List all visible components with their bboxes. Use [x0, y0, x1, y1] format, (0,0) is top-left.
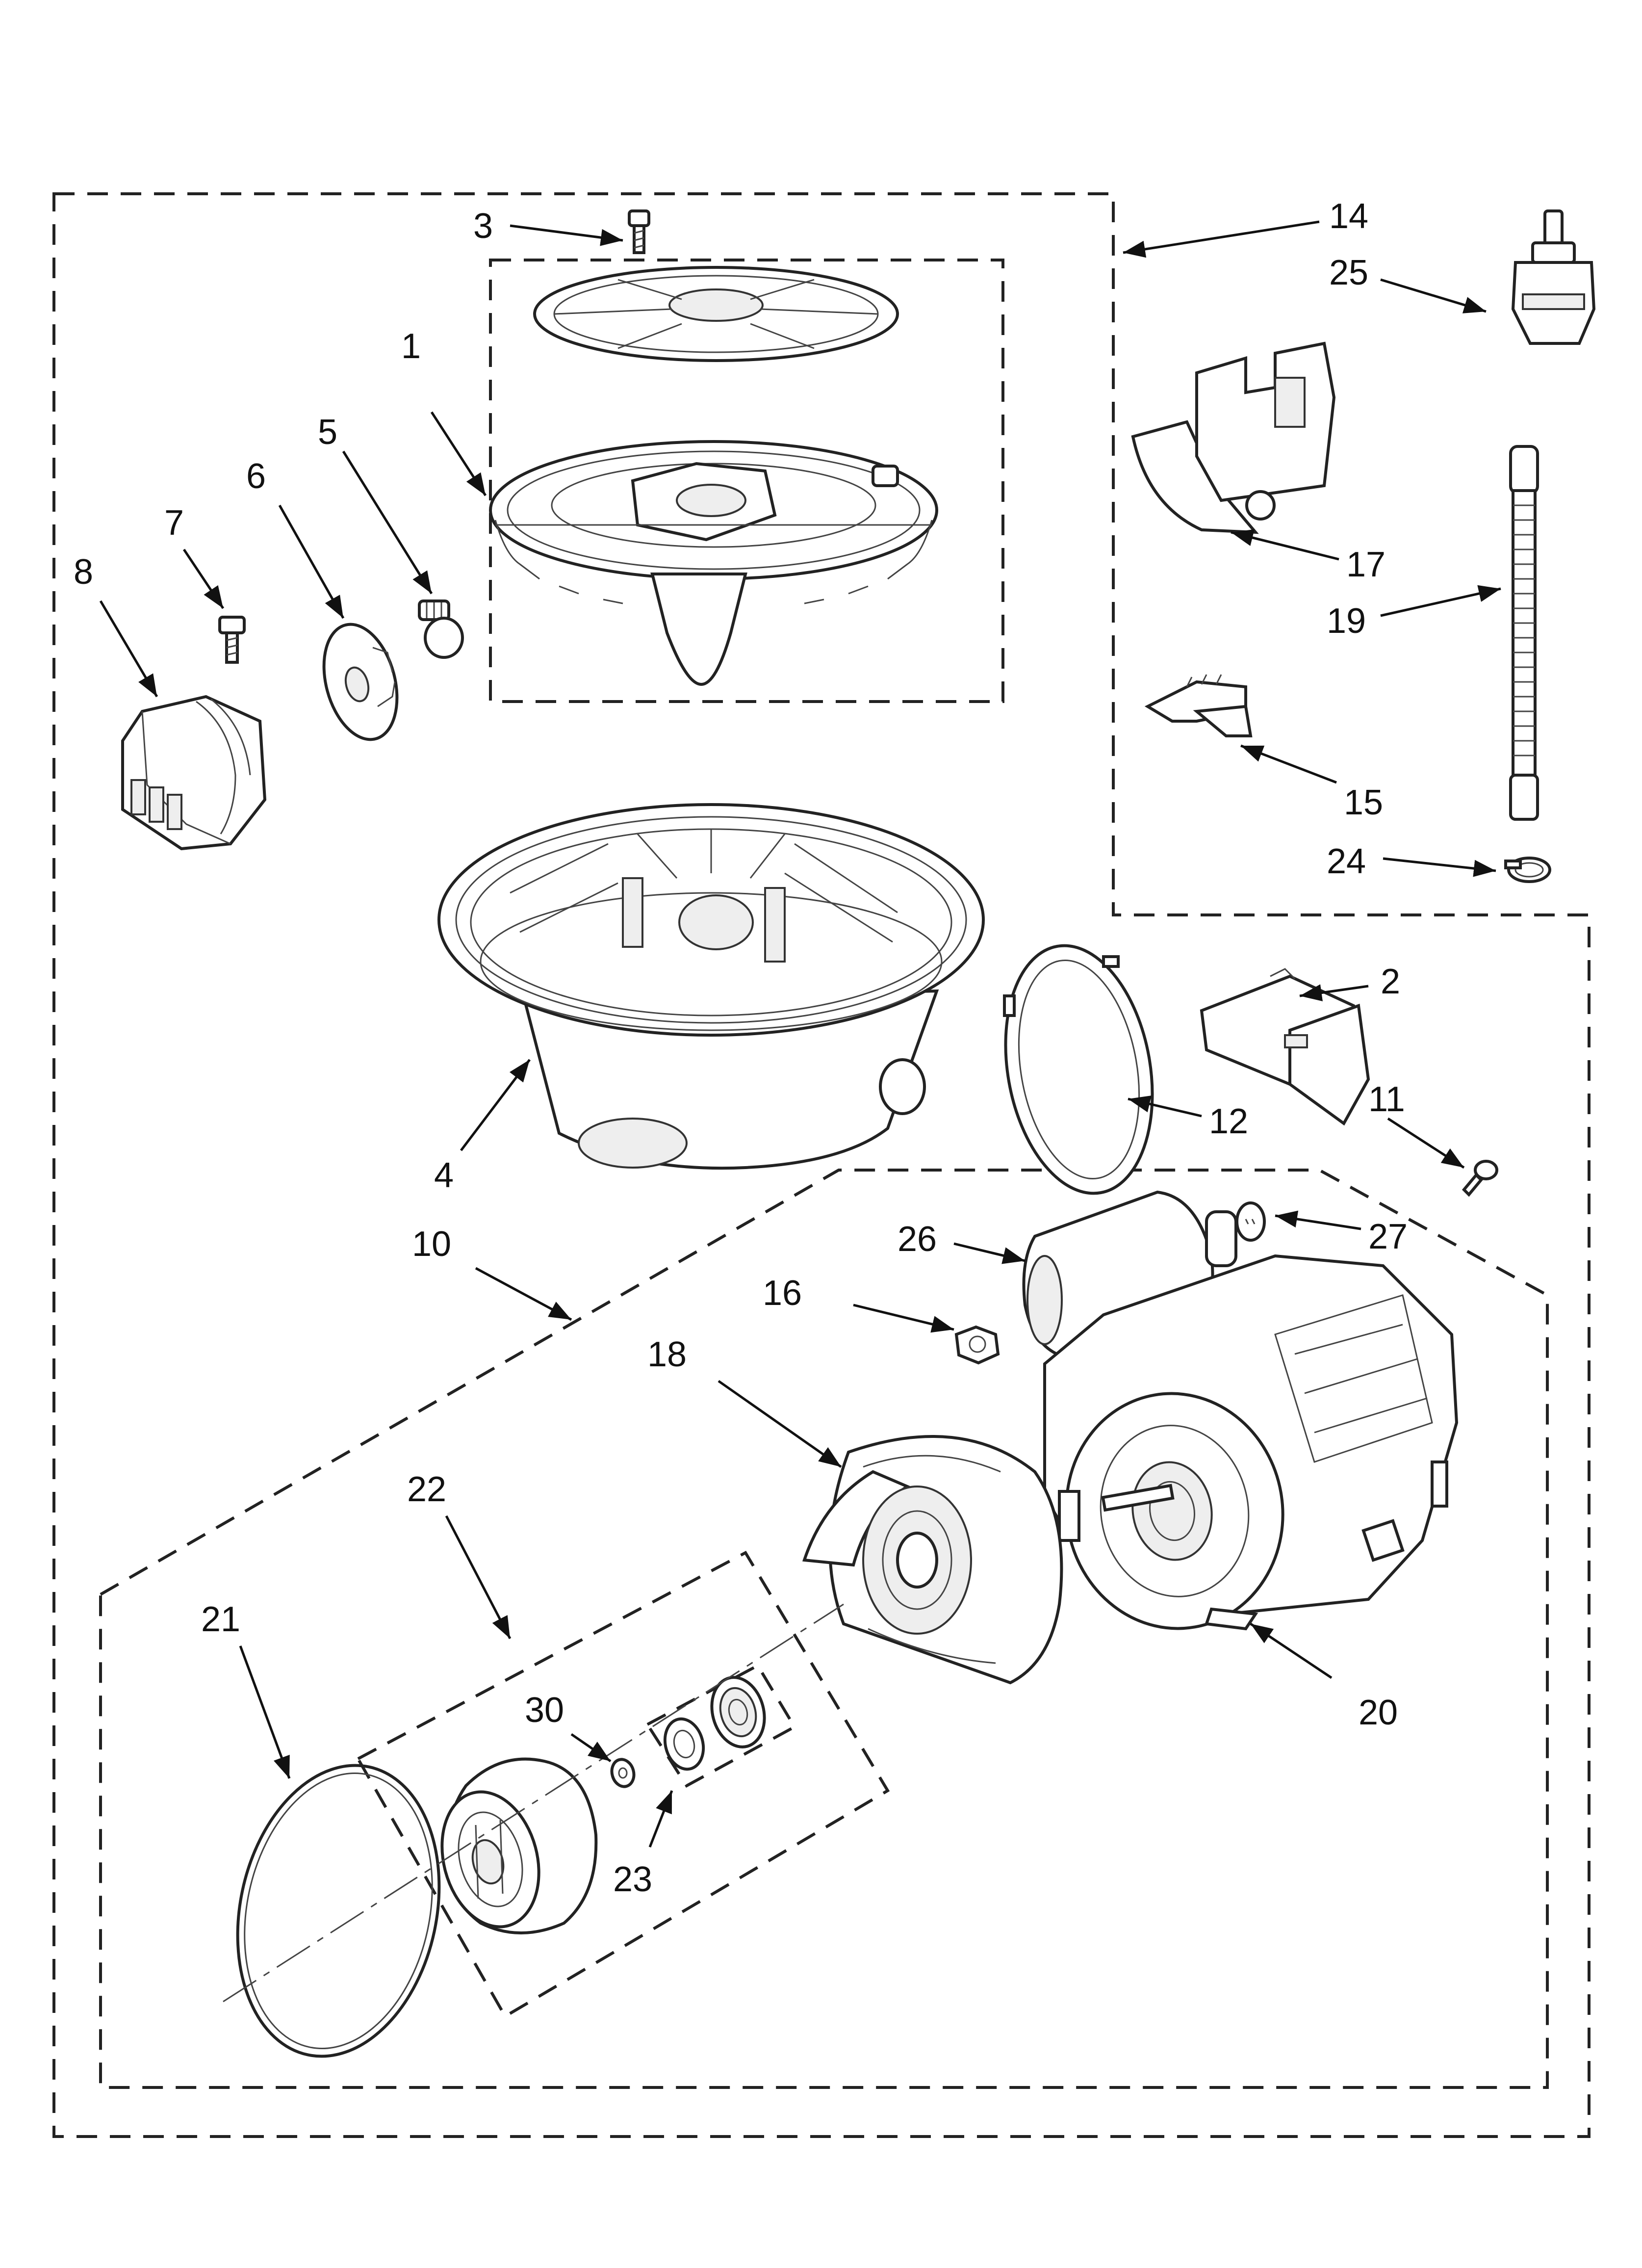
assembly-axis-line [223, 1603, 844, 2003]
callout-21: 21 [201, 1600, 240, 1639]
leader-lines [99, 220, 1501, 1848]
assembly-boundary-10 [99, 1169, 1549, 2089]
callout-19: 19 [1327, 601, 1366, 641]
seal-part-5 [418, 600, 464, 659]
hose-part-19 [1509, 445, 1539, 821]
motor-part-20 [1043, 1254, 1459, 1631]
callout-4: 4 [434, 1156, 454, 1195]
diverter-motor-part-8 [121, 695, 267, 851]
clip-part-15 [1144, 674, 1253, 737]
callout-7: 7 [164, 503, 184, 543]
seal-part-23 [663, 1676, 766, 1771]
nut-part-16 [954, 1325, 1000, 1365]
o-ring-part-21 [236, 1764, 441, 2058]
turbidity-sensor-part-25 [1511, 209, 1596, 345]
pump-impeller-part-22 [440, 1757, 598, 1934]
screw-part-3 [628, 209, 650, 254]
callout-5: 5 [318, 413, 337, 452]
washer-part-30 [610, 1758, 636, 1788]
cover-part-2 [1200, 968, 1370, 1126]
callout-8: 8 [74, 552, 93, 592]
bracket-part-17 [1131, 341, 1336, 534]
chopper-part-6 [322, 623, 399, 741]
callout-15: 15 [1344, 783, 1383, 822]
callout-18: 18 [647, 1335, 687, 1374]
callout-16: 16 [763, 1274, 802, 1313]
assembly-boundary-14 [52, 192, 1591, 2138]
assembly-boundary-22 [356, 1551, 890, 2019]
callout-11: 11 [1368, 1080, 1405, 1119]
assembly-boundary-1 [489, 259, 1004, 703]
callout-23: 23 [613, 1860, 652, 1899]
callout-26: 26 [898, 1220, 937, 1259]
callout-25: 25 [1329, 253, 1368, 292]
callout-22: 22 [407, 1470, 446, 1509]
callout-labels: 3 1 5 6 7 8 4 10 14 25 17 19 15 24 2 11 … [74, 197, 1408, 1899]
clamp-part-24 [1504, 857, 1551, 883]
callout-3: 3 [473, 207, 493, 246]
callout-30: 30 [525, 1691, 564, 1730]
callout-24: 24 [1327, 842, 1366, 881]
label-part-27 [1235, 1201, 1266, 1242]
callout-6: 6 [246, 457, 266, 496]
sump-part-4 [437, 803, 985, 1170]
callout-1: 1 [401, 327, 421, 366]
callout-17: 17 [1346, 545, 1385, 584]
callout-12: 12 [1209, 1102, 1248, 1141]
screw-part-7 [218, 616, 246, 664]
callout-27: 27 [1368, 1217, 1408, 1256]
callout-14: 14 [1329, 197, 1368, 236]
gasket-part-12 [1003, 944, 1154, 1195]
filter-cover-part [533, 266, 899, 362]
pump-housing-top-part [489, 440, 938, 686]
callout-20: 20 [1359, 1693, 1398, 1732]
callout-10: 10 [412, 1225, 451, 1264]
shroud-part-18 [802, 1435, 1063, 1685]
callout-2: 2 [1381, 962, 1400, 1001]
screw-part-11 [1462, 1160, 1498, 1197]
